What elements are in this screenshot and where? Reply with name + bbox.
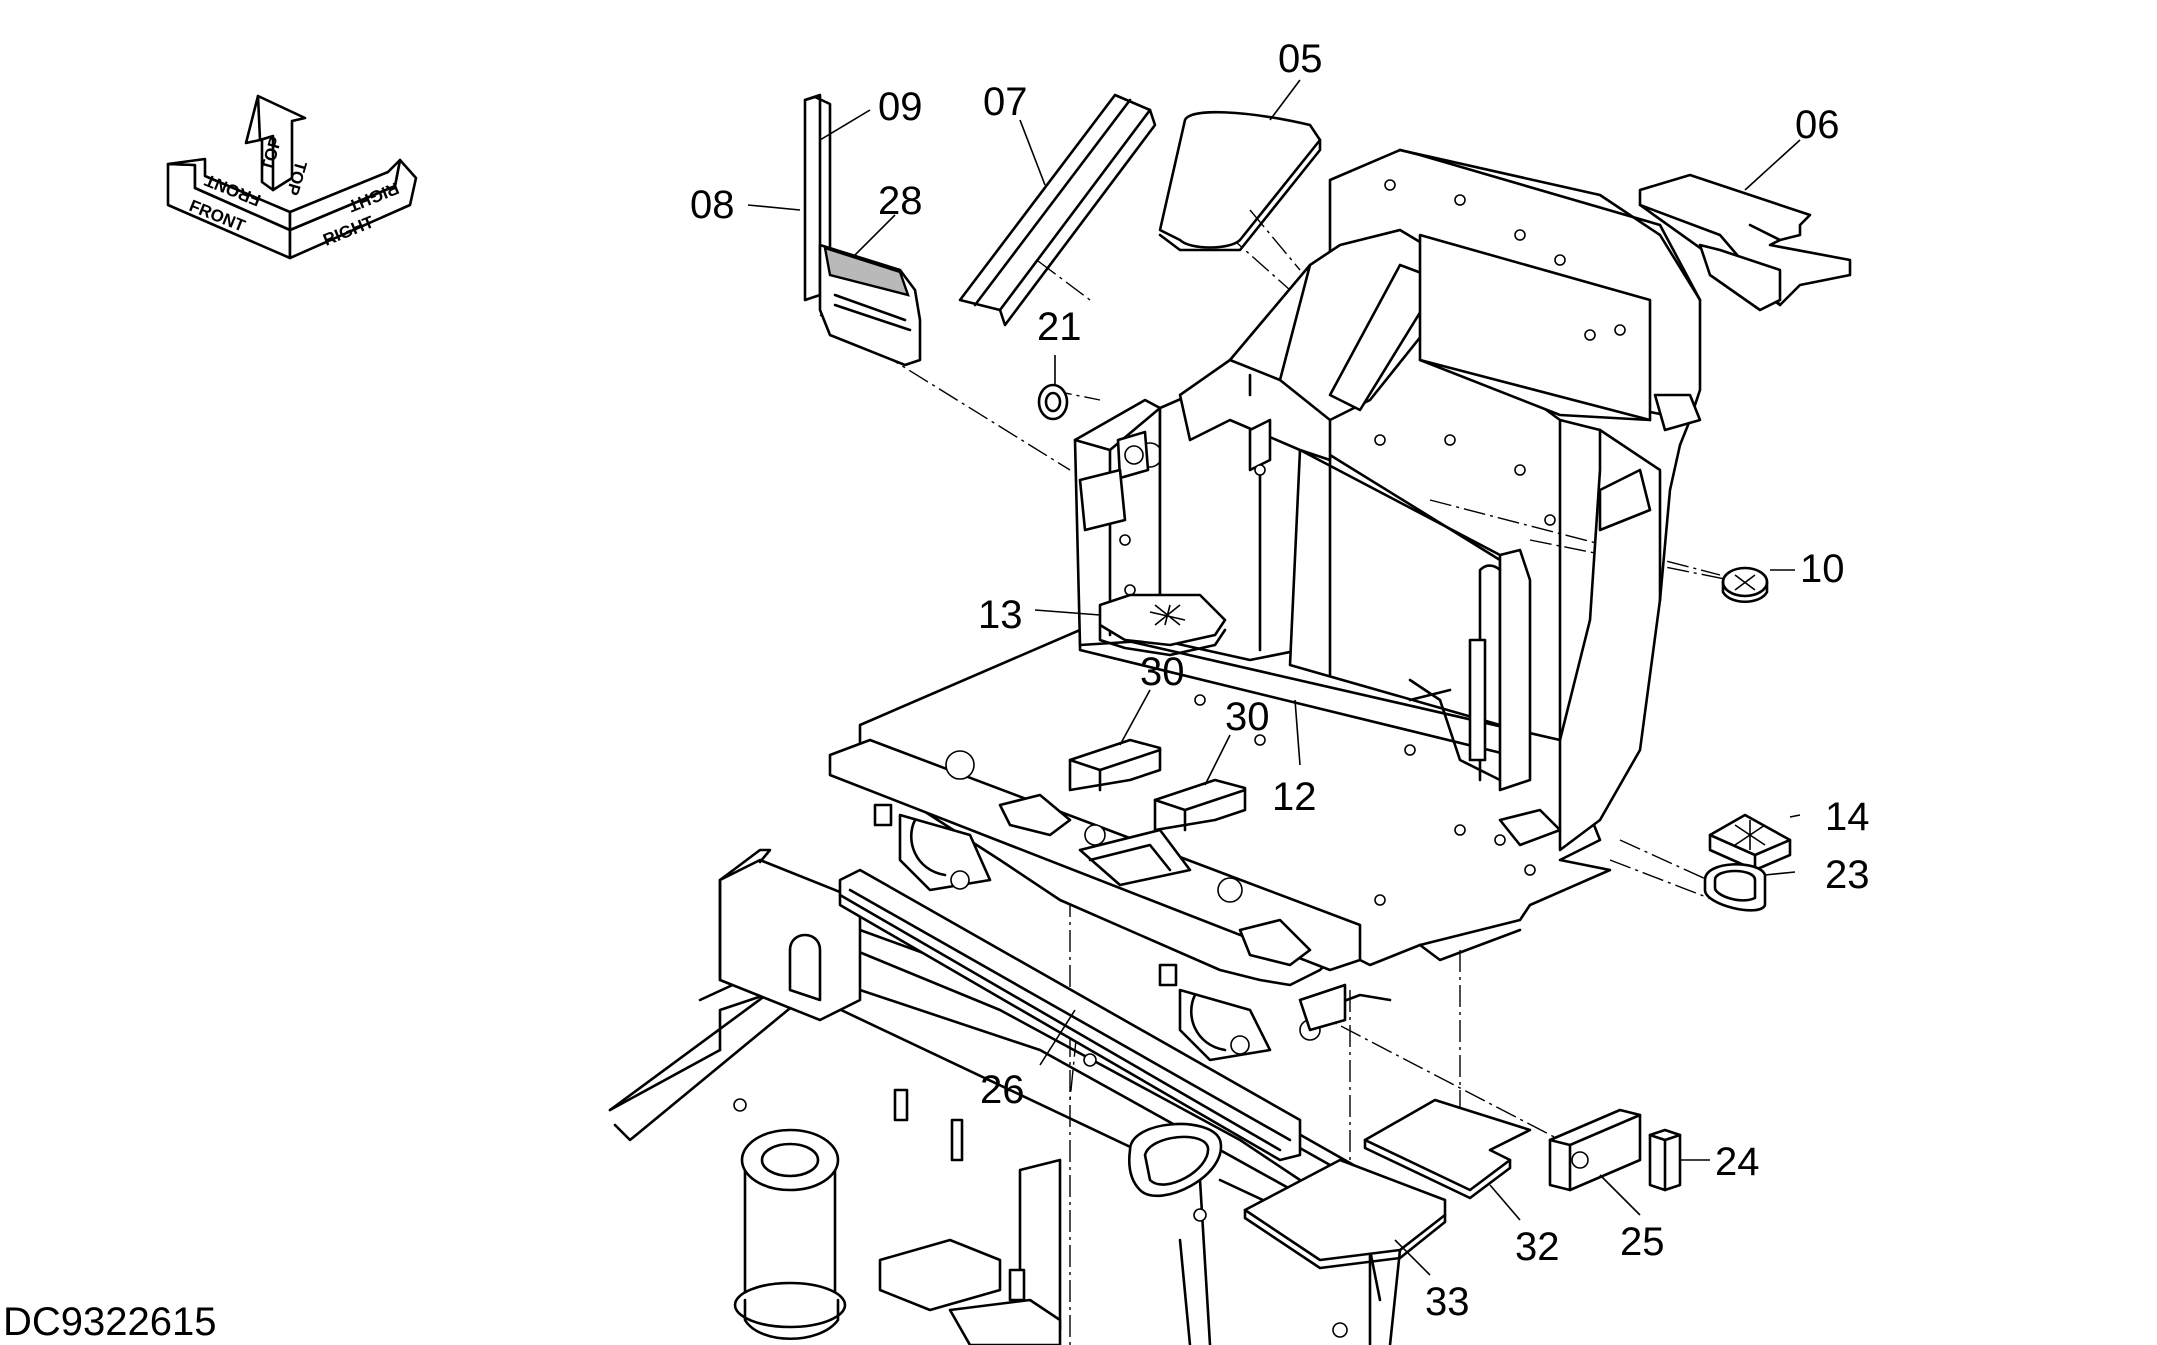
label-26: 26 — [980, 1068, 1025, 1112]
part-14-pad — [1708, 813, 1792, 872]
part-labels: 05 06 07 08 09 10 12 13 14 21 23 24 25 2… — [690, 37, 1870, 1324]
part-21-washer — [1037, 383, 1069, 421]
label-13: 13 — [978, 593, 1023, 637]
part-10-cap — [1721, 566, 1769, 604]
label-28: 28 — [878, 179, 923, 223]
part-30-block-b — [1153, 778, 1247, 832]
label-10: 10 — [1800, 547, 1845, 591]
part-07-bar — [958, 93, 1157, 327]
part-32-mat — [1363, 1098, 1532, 1200]
label-30-a: 30 — [1140, 650, 1185, 694]
part-25-bracket — [1548, 1108, 1642, 1192]
label-06: 06 — [1795, 103, 1840, 147]
part-13-bracket — [1098, 593, 1227, 657]
base-frame — [608, 848, 1402, 1345]
part-06-cover — [1638, 173, 1852, 312]
part-24-block — [1648, 1128, 1682, 1192]
label-07: 07 — [983, 80, 1028, 124]
label-32: 32 — [1515, 1225, 1560, 1269]
label-30-b: 30 — [1225, 695, 1270, 739]
leader-lines — [747, 79, 1801, 1276]
label-09: 09 — [878, 85, 923, 129]
label-24: 24 — [1715, 1140, 1760, 1184]
label-23: 23 — [1825, 853, 1870, 897]
label-14: 14 — [1825, 795, 1870, 839]
label-33: 33 — [1425, 1280, 1470, 1324]
label-25: 25 — [1620, 1220, 1665, 1264]
drawing-code: DC9322615 — [3, 1300, 217, 1344]
label-12: 12 — [1272, 775, 1317, 819]
part-33-mat — [1243, 1158, 1447, 1270]
part-28-seal-channel — [818, 243, 922, 367]
label-08: 08 — [690, 183, 735, 227]
label-21: 21 — [1037, 305, 1082, 349]
label-05: 05 — [1278, 37, 1323, 81]
part-30-block-a — [1068, 738, 1162, 792]
orientation-icon: FRONT FRONT TOP TOP RIGHT RIGHT — [166, 94, 418, 260]
part-05-panel — [1158, 110, 1322, 271]
part-23-ring — [1703, 863, 1767, 912]
